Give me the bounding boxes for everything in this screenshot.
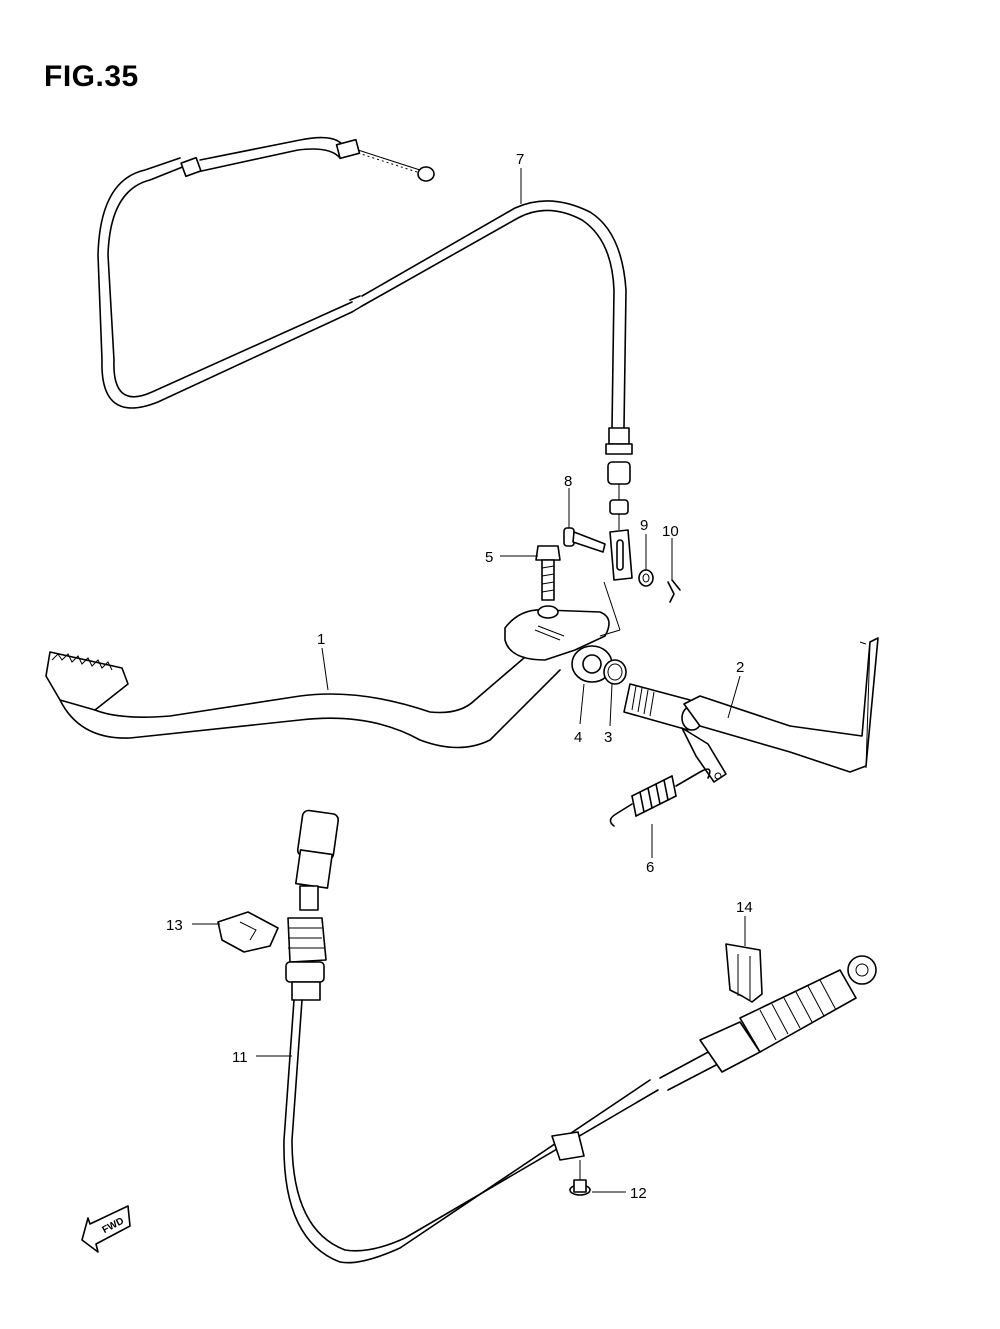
leader-lines — [192, 168, 746, 1193]
callout-14: 14 — [736, 899, 753, 916]
callout-12: 12 — [630, 1185, 647, 1202]
callout-7: 7 — [516, 151, 524, 168]
callout-11: 11 — [232, 1049, 248, 1066]
callout-9: 9 — [640, 517, 648, 534]
clevis-part-8-bracket — [609, 529, 633, 581]
callout-labels: 1 2 3 4 5 6 7 8 9 10 11 12 13 14 — [166, 151, 753, 1202]
callout-2: 2 — [736, 659, 744, 676]
callout-8: 8 — [564, 473, 572, 490]
callout-4: 4 — [574, 729, 582, 746]
washer-part-9 — [638, 569, 654, 587]
cotter-pin-part-10 — [667, 579, 681, 603]
callout-6: 6 — [646, 859, 654, 876]
screw-part-12 — [569, 1160, 591, 1196]
figure-title: FIG.35 — [44, 60, 139, 93]
callout-13: 13 — [166, 917, 183, 934]
brake-pedal-part-1 — [45, 581, 621, 749]
spring-part-6 — [609, 768, 711, 827]
callout-10: 10 — [662, 523, 679, 540]
clamp-part-14 — [725, 943, 763, 1003]
callout-5: 5 — [485, 549, 493, 566]
upper-brake-cable — [97, 136, 633, 530]
brake-shaft-part-2 — [623, 637, 879, 783]
callout-3: 3 — [604, 729, 612, 746]
o-ring-part-3 — [603, 659, 627, 685]
lower-brake-cable-part-11 — [283, 809, 877, 1264]
clevis-pin-part-8 — [563, 527, 606, 553]
fwd-arrow-icon: FWD — [81, 1205, 131, 1253]
bolt-part-5 — [535, 545, 561, 601]
washer-part-4 — [571, 645, 613, 683]
clip-part-13 — [217, 911, 279, 953]
callout-1: 1 — [317, 631, 325, 648]
